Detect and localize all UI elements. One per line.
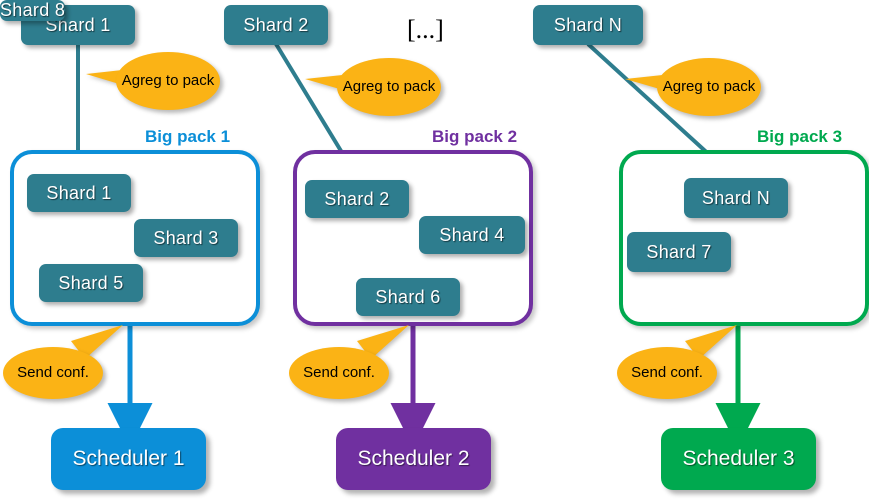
send-callout-2-label: Send conf. — [303, 363, 375, 381]
send-callout-1-tail — [71, 325, 123, 359]
scheduler-1[interactable]: Scheduler 1 — [51, 428, 206, 490]
pack-label-1: Big pack 1 — [145, 127, 230, 147]
source-shard-2-label: Shard 2 — [243, 14, 309, 35]
pack1-shard-3-label: Shard 3 — [153, 227, 219, 248]
pack3-shard-n-label: Shard N — [701, 187, 771, 208]
pack1-shard-1[interactable]: Shard 1 — [27, 174, 131, 212]
pack-label-2: Big pack 2 — [432, 127, 517, 147]
send-callout-3-label: Send conf. — [631, 363, 703, 381]
pack1-shard-3[interactable]: Shard 3 — [134, 219, 238, 257]
agreg-callout-2-bubble: Agreg to pack — [337, 58, 441, 116]
pack3-shard-8-label: Shard 8 — [0, 0, 66, 20]
agreg-callout-1-label: Agreg to pack — [121, 71, 215, 89]
pack2-shard-4[interactable]: Shard 4 — [419, 216, 525, 254]
pack3-shard-8[interactable]: Shard 8 — [0, 0, 66, 21]
send-callout-2[interactable]: Send conf. — [289, 325, 409, 399]
send-callout-1-bubble: Send conf. — [3, 347, 103, 399]
send-callout-2-bubble: Send conf. — [289, 347, 389, 399]
source-shard-n[interactable]: Shard N — [533, 5, 643, 45]
agreg-callout-1-bubble: Agreg to pack — [116, 52, 220, 110]
send-callout-3-bubble: Send conf. — [617, 347, 717, 399]
scheduler-2-label: Scheduler 2 — [357, 447, 470, 470]
pack-label-3-text: Big pack 3 — [757, 127, 843, 146]
agreg-callout-3-label: Agreg to pack — [662, 77, 756, 95]
send-callout-1[interactable]: Send conf. — [3, 325, 123, 399]
pack3-shard-7[interactable]: Shard 7 — [627, 232, 731, 272]
pack2-shard-4-label: Shard 4 — [439, 224, 505, 245]
pack1-shard-5-label: Shard 5 — [58, 272, 124, 293]
agreg-callout-2-label: Agreg to pack — [342, 77, 436, 95]
pack1-shard-1-label: Shard 1 — [46, 182, 112, 203]
send-callout-3[interactable]: Send conf. — [617, 325, 737, 399]
pack2-shard-6-label: Shard 6 — [375, 286, 441, 307]
scheduler-2[interactable]: Scheduler 2 — [336, 428, 491, 490]
source-shard-2[interactable]: Shard 2 — [224, 5, 328, 45]
send-callout-2-tail — [357, 325, 409, 359]
pack-label-2-text: Big pack 2 — [432, 127, 518, 146]
pack-label-3: Big pack 3 — [757, 127, 842, 147]
agreg-callout-1[interactable]: Agreg to pack — [86, 52, 220, 110]
send-callout-1-label: Send conf. — [17, 363, 89, 381]
pack2-shard-2[interactable]: Shard 2 — [305, 180, 409, 218]
scheduler-3[interactable]: Scheduler 3 — [661, 428, 816, 490]
pack3-shard-7-label: Shard 7 — [646, 241, 712, 262]
scheduler-3-label: Scheduler 3 — [682, 447, 795, 470]
ellipsis-label: [...] — [407, 15, 444, 44]
agreg-callout-3[interactable]: Agreg to pack — [625, 58, 761, 116]
pack2-shard-2-label: Shard 2 — [324, 188, 390, 209]
agreg-callout-2[interactable]: Agreg to pack — [305, 58, 441, 116]
send-callout-3-tail — [685, 325, 737, 359]
pack2-shard-6[interactable]: Shard 6 — [356, 278, 460, 316]
pack3-shard-n[interactable]: Shard N — [684, 178, 788, 218]
pack1-shard-5[interactable]: Shard 5 — [39, 264, 143, 302]
pack-label-1-text: Big pack 1 — [145, 127, 231, 146]
scheduler-1-label: Scheduler 1 — [72, 447, 185, 470]
agreg-callout-3-bubble: Agreg to pack — [657, 58, 761, 116]
source-shard-n-label: Shard N — [553, 14, 623, 35]
ellipsis-marker: [...] — [407, 15, 444, 45]
